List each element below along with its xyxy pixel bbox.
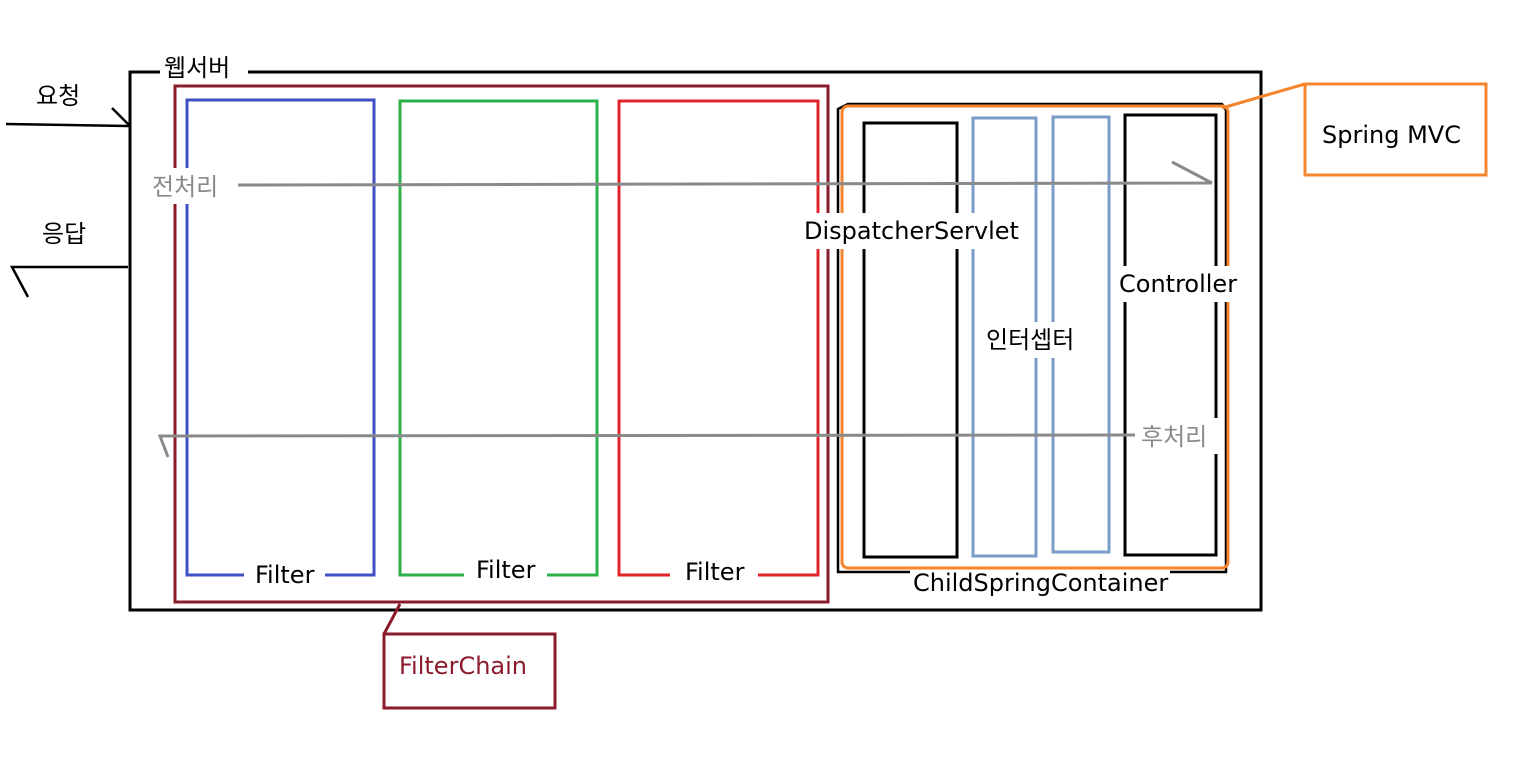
filter-chain-box [173,84,830,604]
response-arrow [9,265,128,298]
dispatcher-servlet-box [862,121,959,559]
filter-chain-connector [382,603,402,635]
request-label: 요청 [36,82,80,110]
request-arrow [5,107,131,128]
preprocess-arrow [237,160,1213,187]
postprocess-label: 후처리 [1141,423,1207,451]
child-container-label: ChildSpringContainer [913,569,1168,597]
filter-1-label: Filter [255,561,315,589]
postprocess-arrow [157,433,1136,458]
interceptor-label: 인터셉터 [986,326,1074,354]
filter-2-label: Filter [476,556,536,584]
spring-mvc-box [840,104,1230,570]
webserver-box [128,70,1263,612]
filter-3-label: Filter [685,558,745,586]
filter-chain-label: FilterChain [399,652,527,680]
controller-label: Controller [1119,270,1237,298]
webserver-label: 웹서버 [164,54,230,82]
filter-2-box [398,99,599,577]
spring-mvc-connector [1221,82,1306,110]
response-label: 응답 [42,220,86,248]
filter-chain-callout [382,632,557,710]
preprocess-label: 전처리 [152,173,218,201]
spring-mvc-callout [1303,82,1488,177]
controller-box [1123,113,1218,557]
filter-3-box [617,99,820,577]
dispatcher-servlet-label: DispatcherServlet [804,217,1019,245]
spring-mvc-label: Spring MVC [1322,121,1461,149]
filter-1-box [185,98,376,577]
child-container-box [836,102,1228,574]
